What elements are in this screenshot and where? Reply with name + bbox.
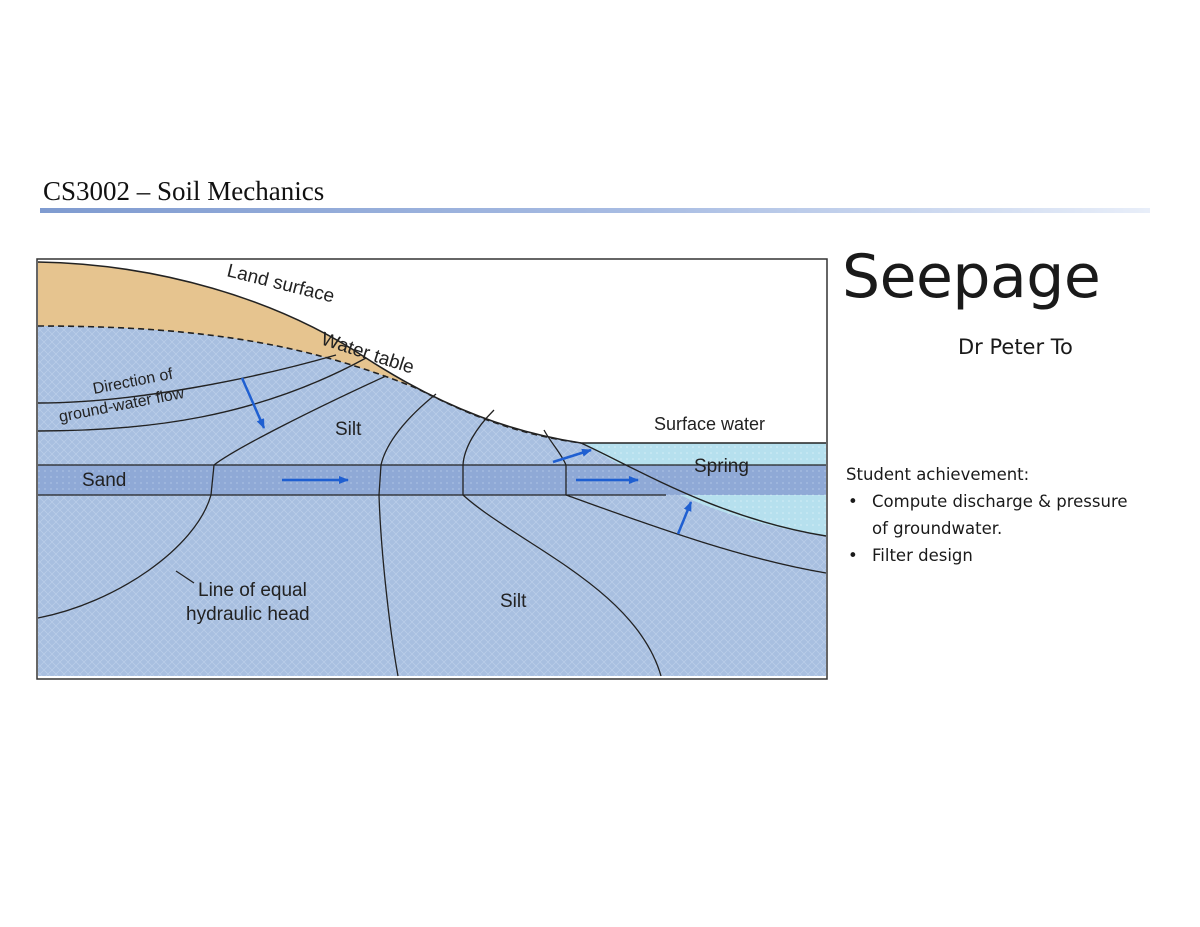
flow-line-2 <box>37 357 367 432</box>
label-sand: Sand <box>82 470 126 491</box>
achievements-list: Compute discharge & pressure of groundwa… <box>846 488 1146 569</box>
achievements-heading: Student achievement: <box>846 465 1030 484</box>
achievement-item: Filter design <box>846 542 1146 569</box>
label-equal-head-1: Line of equal <box>198 580 307 601</box>
equal-head-leader <box>175 570 195 584</box>
equipotential-line-3 <box>462 409 662 677</box>
label-surface-water: Surface water <box>654 414 765 434</box>
achievements-box: Student achievement: Compute discharge &… <box>846 461 1146 569</box>
seepage-diagram: Land surface Water table Direction of gr… <box>36 258 828 680</box>
slide-title: Seepage <box>842 242 1101 312</box>
flow-line-3 <box>565 494 827 574</box>
seepage-face-line <box>580 442 827 537</box>
sky-region <box>38 258 826 443</box>
author-name: Dr Peter To <box>958 335 1073 359</box>
sand-layer <box>38 465 826 495</box>
flow-arrow-seep-up <box>552 448 592 464</box>
flow-line-1 <box>37 354 337 404</box>
flow-arrow-down <box>240 377 266 429</box>
equipotential-line-2 <box>378 393 437 677</box>
equipotential-line-4 <box>543 429 567 495</box>
course-header: CS3002 – Soil Mechanics <box>43 176 325 206</box>
diagram-frame <box>36 258 828 680</box>
equipotential-line-1 <box>37 375 387 619</box>
label-silt-upper: Silt <box>335 419 362 440</box>
label-equal-head-2: hydraulic head <box>186 604 310 625</box>
label-silt-lower: Silt <box>500 591 527 612</box>
land-surface-line <box>37 261 582 444</box>
header-rule <box>40 208 1150 213</box>
flow-arrow-spring <box>676 501 693 535</box>
label-spring: Spring <box>694 456 749 477</box>
achievement-item: Compute discharge & pressure of groundwa… <box>846 488 1146 542</box>
